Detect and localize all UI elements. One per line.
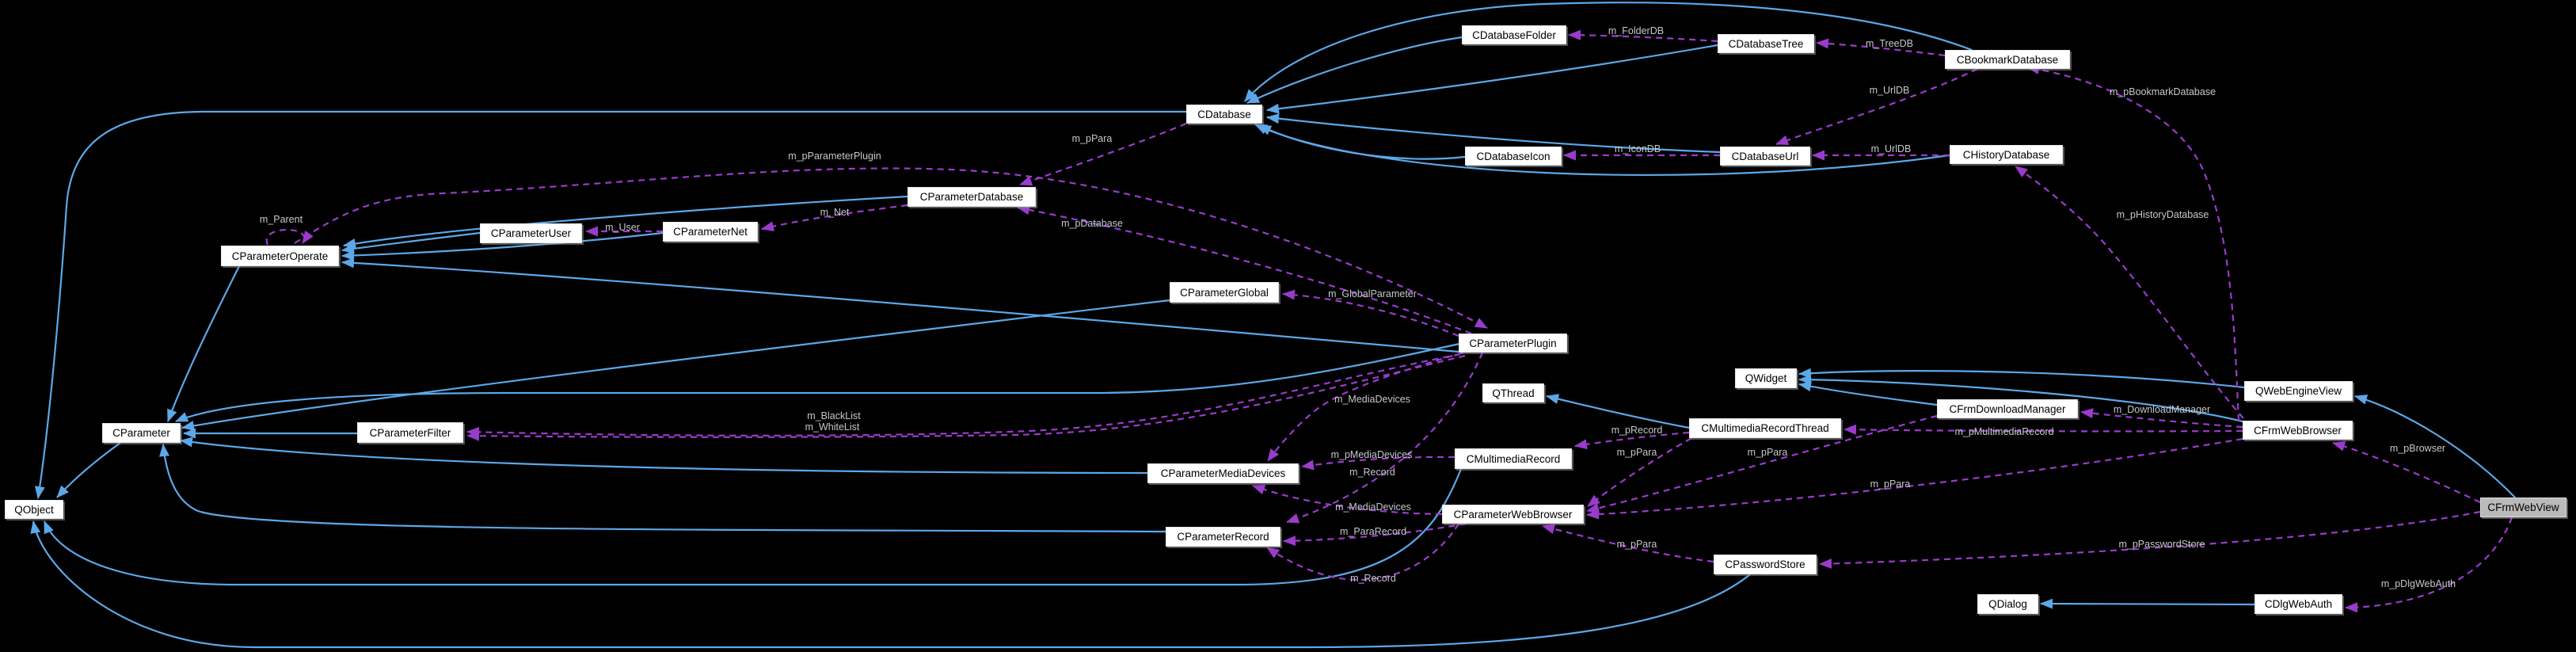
class-node-cpasswordstore[interactable]: CPasswordStore (1714, 555, 1817, 574)
edge-cfrmwebview-to-qwebengineview (2354, 395, 2516, 498)
class-node-cparameteroperate[interactable]: CParameterOperate (221, 246, 339, 266)
edge-cdatabase-to-cparameterdatabase (1019, 122, 1187, 186)
edge-chistorydatabase-to-cdatabase (1254, 124, 1950, 176)
edge-cfrmwebview-to-cdlgwebauth (2345, 517, 2513, 613)
edge-cfrmdownloadmanager-to-qwidget (1798, 381, 1938, 406)
class-node-qobject[interactable]: QObject (5, 500, 63, 519)
edge-cmultimediarecordthread-to-qthread (1546, 394, 1690, 429)
edge-qwebengineview-to-qwidget (1798, 368, 2245, 389)
edge-cparameterglobal-to-cparameter (181, 299, 1170, 431)
class-node-cparameter[interactable]: CParameter (102, 423, 181, 443)
edge-cbookmarkdatabase-to-cdatabaseurl (1775, 68, 1978, 146)
class-node-cparameterrecord[interactable]: CParameterRecord (1166, 527, 1280, 547)
edge-cdatabaseurl-to-cdatabase (1266, 113, 1721, 154)
edge-cfrmwebbrowser-to-cmultimediarecordthread (1844, 424, 2243, 435)
edge-cparameterplugin-to-cparameterfilter (466, 354, 1466, 441)
class-node-cparameternet[interactable]: CParameterNet (663, 222, 758, 242)
edge-cmultimediarecordthread-to-cmultimediarecord (1574, 431, 1690, 450)
class-node-qwidget[interactable]: QWidget (1735, 368, 1797, 388)
edge-cfrmwebview-to-cfrmwebbrowser (2332, 441, 2481, 503)
edge-cparameterrecord-to-cparameter (159, 444, 1166, 533)
class-node-cmultimediarecord[interactable]: CMultimediaRecord (1455, 448, 1572, 469)
edge-cparameteroperate-to-cparameter (166, 265, 240, 422)
edge-cparameteroperate-to-cparameterplugin (294, 167, 1488, 329)
edge-cmultimediarecord-to-qobject (43, 468, 1463, 586)
edge-cparameter-to-qobject (56, 442, 121, 498)
edge-cparameteroperate-to-cparameteroperate (265, 228, 314, 246)
class-node-cfrmwebbrowser[interactable]: CFrmWebBrowser (2243, 421, 2353, 440)
edge-cfrmwebbrowser-to-cparameterwebbrowser (1586, 437, 2243, 520)
edge-cparameternet-to-cparameteroperate (341, 231, 664, 261)
class-node-cfrmwebview[interactable]: CFrmWebView (2480, 498, 2566, 517)
edge-cparameterplugin-to-cparameterfilter (466, 353, 1461, 437)
edge-cmultimediarecordthread-to-cparameterwebbrowser (1587, 437, 1692, 507)
edge-cparameterplugin-to-cparameterrecord (1286, 352, 1484, 524)
class-node-cdatabase[interactable]: CDatabase (1186, 105, 1262, 124)
class-node-cparameterdatabase[interactable]: CParameterDatabase (907, 187, 1036, 207)
class-node-cparameteruser[interactable]: CParameterUser (480, 223, 582, 243)
class-node-cparameterglobal[interactable]: CParameterGlobal (1170, 282, 1279, 303)
edge-cfrmdownloadmanager-to-cparameterwebbrowser (1586, 414, 1938, 513)
edge-cparameterplugin-to-cparametermediadevices (1267, 351, 1464, 462)
edge-cfrmwebbrowser-to-cfrmdownloadmanager (2080, 408, 2243, 429)
edge-cparameterwebbrowser-to-cparametermediadevices (1252, 484, 1443, 516)
edge-cbookmarkdatabase-to-cdatabase (1244, 2, 1973, 102)
edge-cparameterplugin-to-cparameterdatabase (1017, 204, 1472, 335)
class-node-cparameterfilter[interactable]: CParameterFilter (357, 422, 463, 443)
class-node-qwebengineview[interactable]: QWebEngineView (2244, 381, 2353, 401)
edge-cparameterdatabase-to-cparameteroperate (343, 195, 908, 249)
edge-cfrmwebbrowser-to-cbookmarkdatabase (2026, 64, 2240, 421)
edge-cdatabasetree-to-cdatabasefolder (1568, 29, 1718, 43)
class-node-cparameterwebbrowser[interactable]: CParameterWebBrowser (1442, 505, 1584, 524)
edge-cfrmwebview-to-cpasswordstore (1819, 510, 2481, 569)
edge-cfrmwebbrowser-to-qwidget (1798, 374, 2243, 423)
class-node-cdatabasefolder[interactable]: CDatabaseFolder (1462, 25, 1566, 44)
edge-cparameterwebbrowser-to-cparameterrecord (1266, 523, 1459, 581)
class-node-cfrmdownloadmanager[interactable]: CFrmDownloadManager (1937, 399, 2078, 418)
class-node-cdatabasetree[interactable]: CDatabaseTree (1718, 34, 1814, 53)
class-node-cmultimediarecordthread[interactable]: CMultimediaRecordThread (1689, 418, 1841, 438)
class-node-cbookmarkdatabase[interactable]: CBookmarkDatabase (1945, 50, 2070, 69)
edge-cmultimediarecord-to-cparametermediadevices (1301, 456, 1455, 471)
class-node-qthread[interactable]: QThread (1482, 383, 1544, 402)
edge-cparametermediadevices-to-cparameter (180, 437, 1148, 475)
edge-cdatabase-to-qobject (34, 110, 1186, 499)
class-node-cdlgwebauth[interactable]: CDlgWebAuth (2254, 594, 2342, 614)
edge-cpasswordstore-to-cparameterwebbrowser (1542, 524, 1714, 563)
edge-cparameterplugin-to-cparameter (175, 342, 1460, 423)
class-node-cparametermediadevices[interactable]: CParameterMediaDevices (1147, 463, 1299, 483)
class-node-cdatabaseicon[interactable]: CDatabaseIcon (1465, 147, 1562, 166)
edge-cbookmarkdatabase-to-cdatabasetree (1816, 38, 1946, 57)
edge-cdatabasefolder-to-cdatabase (1246, 36, 1463, 104)
edge-cdatabasetree-to-cdatabase (1266, 44, 1718, 114)
edge-cfrmwebbrowser-to-chistorydatabase (2015, 166, 2244, 419)
edge-cpasswordstore-to-qobject (30, 520, 1751, 649)
edge-cparameterwebbrowser-to-cparameterrecord (1283, 522, 1467, 547)
class-node-cparameterplugin[interactable]: CParameterPlugin (1459, 334, 1567, 353)
class-node-chistorydatabase[interactable]: CHistoryDatabase (1950, 145, 2063, 164)
edge-cparameterplugin-to-cparameteroperate (341, 257, 1459, 353)
edge-cparameterdatabase-to-cparameternet (761, 204, 908, 231)
class-node-cdatabaseurl[interactable]: CDatabaseUrl (1720, 147, 1810, 166)
edge-cparameterplugin-to-cparameterglobal (1282, 289, 1459, 337)
class-node-qdialog[interactable]: QDialog (1977, 594, 2038, 614)
